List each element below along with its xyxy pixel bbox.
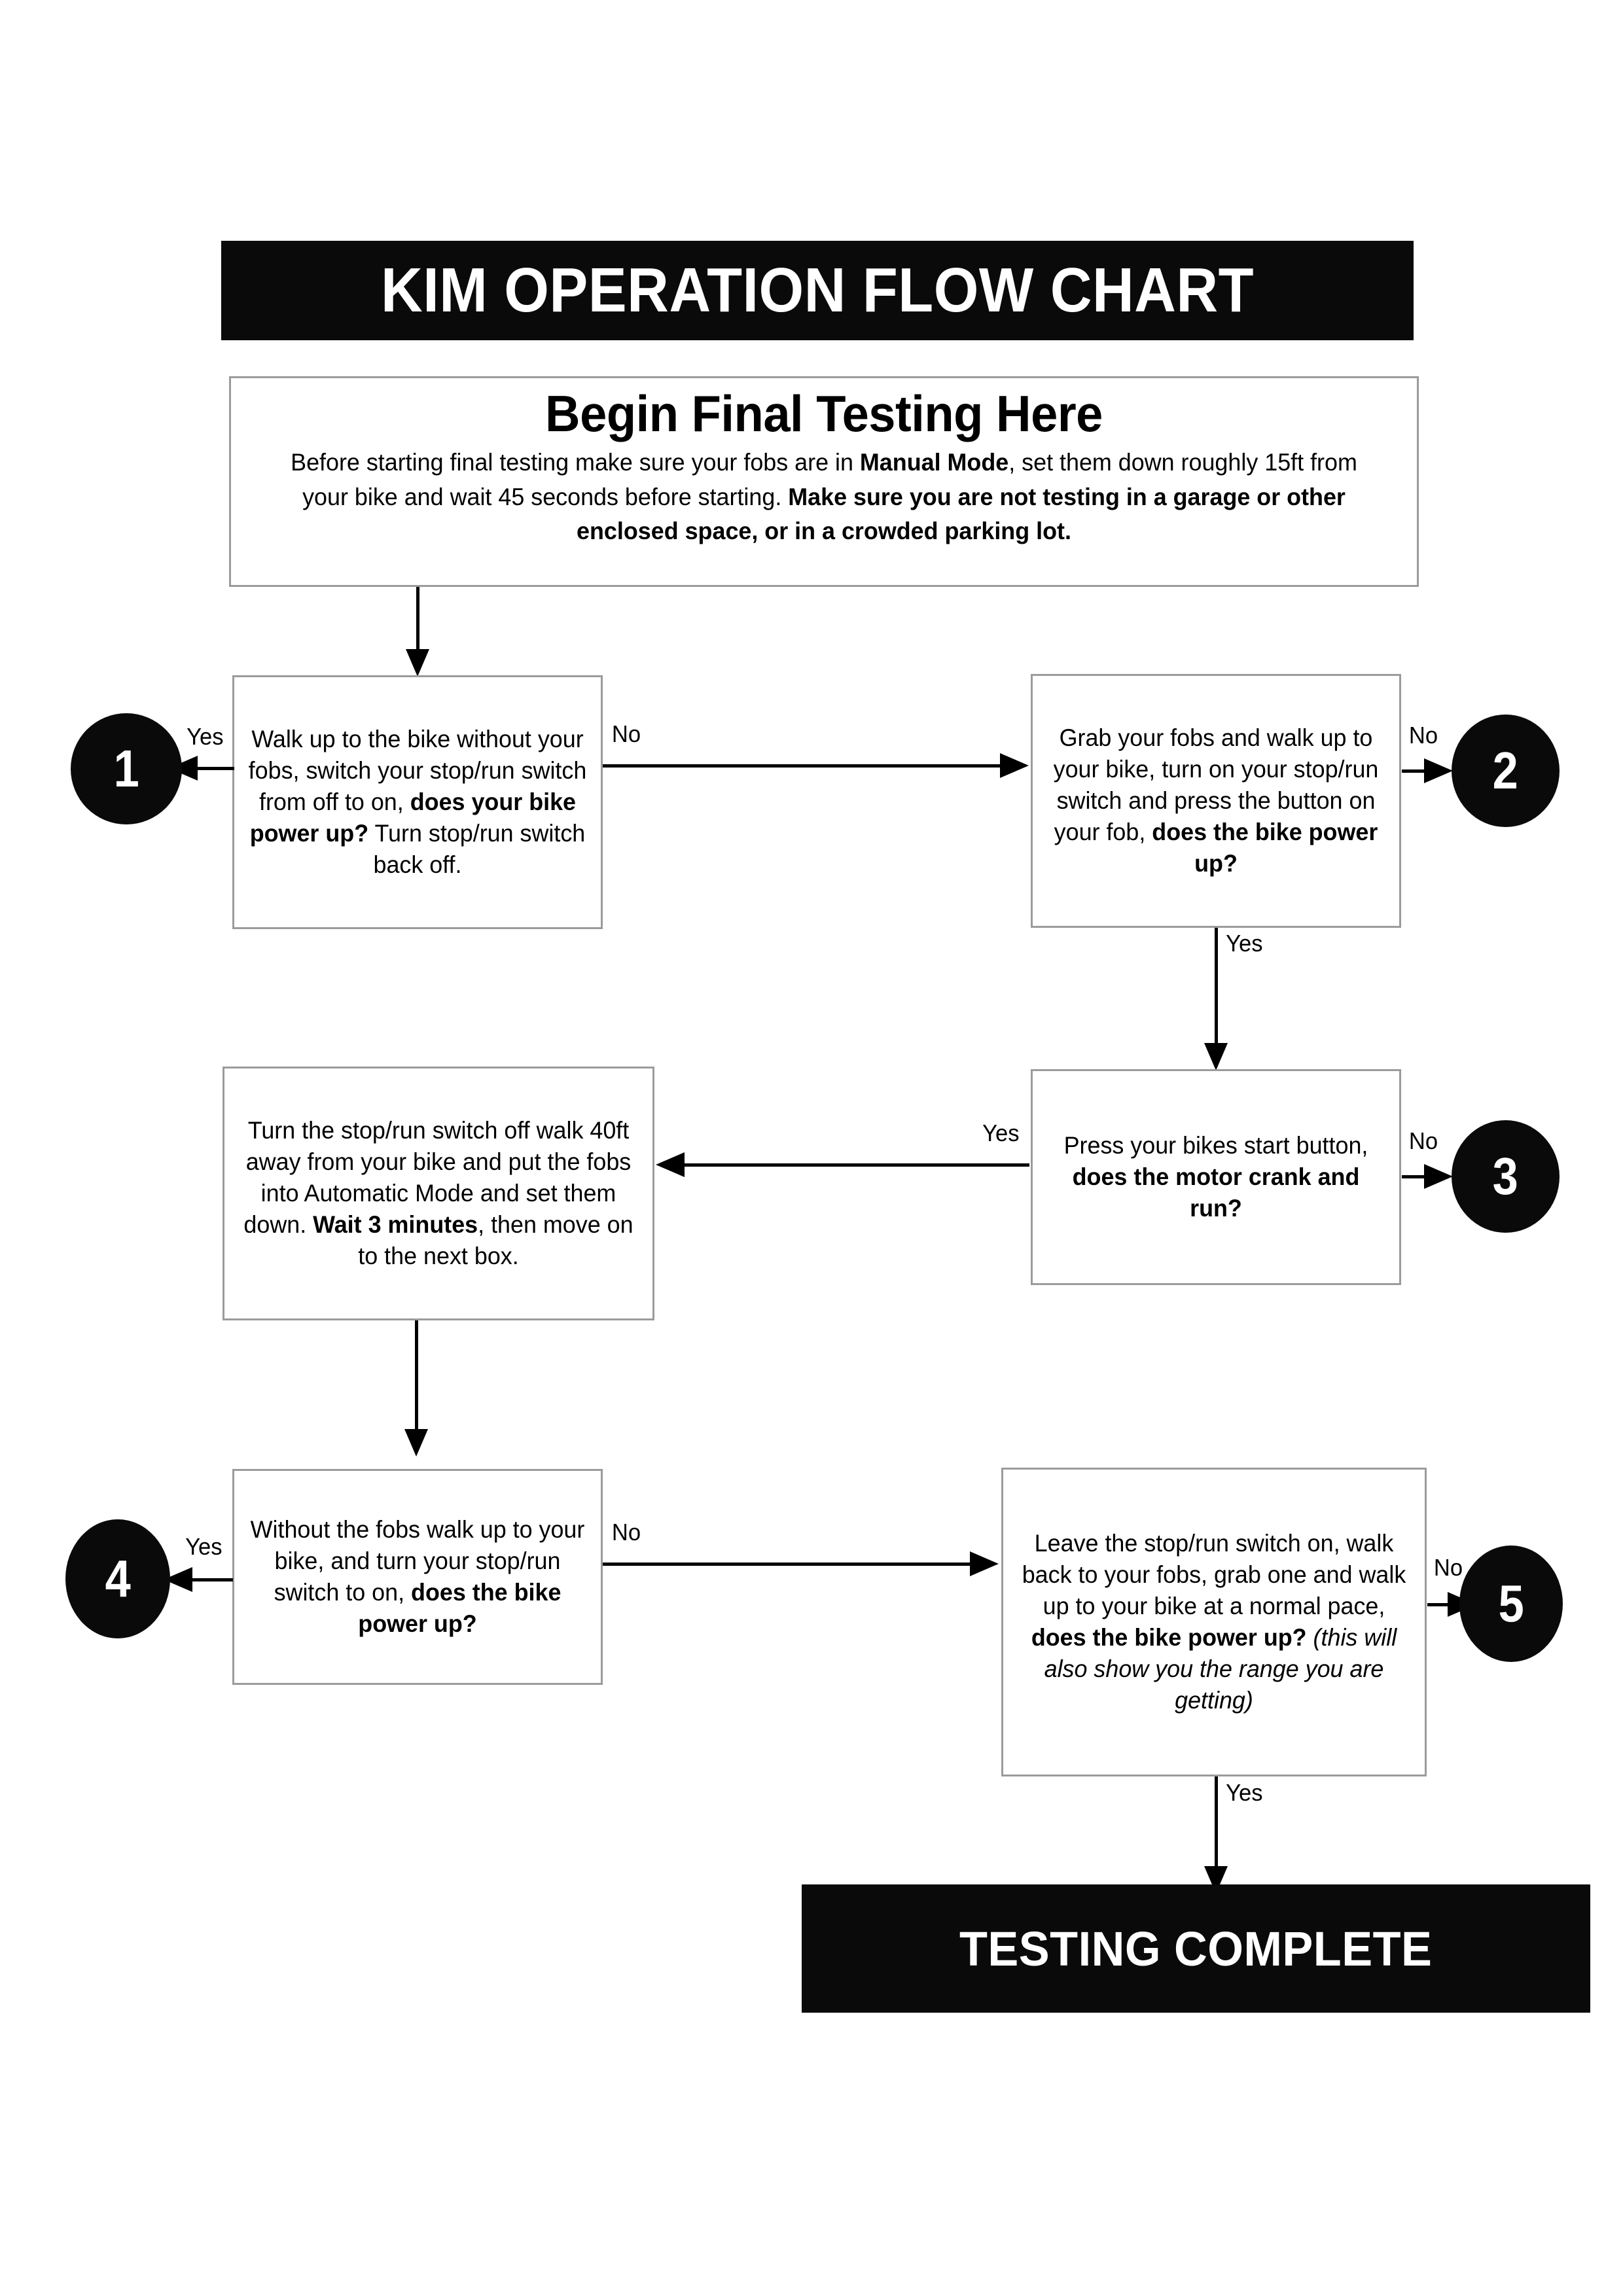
edge-label-yes-step3: Yes	[982, 1120, 1020, 1146]
edge-label-yes-step1: Yes	[187, 723, 224, 750]
step1-tail: Turn stop/run switch back off.	[368, 820, 586, 879]
outcome-circle-4: 4	[65, 1519, 170, 1638]
arrowhead-wait-to-step4	[404, 1429, 428, 1457]
arrowhead-step2-yes	[1204, 1043, 1228, 1070]
step2-text: Grab your fobs and walk up to your bike,…	[1046, 722, 1386, 879]
step1-lead: Walk up to the bike without your fobs, s…	[248, 725, 587, 815]
intro-box: Begin Final Testing Here Before starting…	[229, 376, 1419, 587]
step3-question: does the motor crank and run?	[1072, 1163, 1360, 1222]
connector-step3-no	[1402, 1175, 1441, 1178]
arrowhead-step3-no	[1424, 1164, 1453, 1189]
outcome-circle-4-number: 4	[105, 1549, 131, 1608]
edge-label-no-step1: No	[611, 720, 641, 747]
process-box-wait: Turn the stop/run switch off walk 40ft a…	[223, 1067, 654, 1320]
edge-label-yes-step2: Yes	[1226, 930, 1263, 957]
process-box-step4: Without the fobs walk up to your bike, a…	[232, 1469, 603, 1685]
connector-step2-yes	[1215, 928, 1218, 1046]
intro-body: Before starting final testing make sure …	[265, 446, 1382, 549]
outcome-circle-2: 2	[1452, 715, 1560, 827]
process-box-step3: Press your bikes start button, does the …	[1031, 1069, 1401, 1285]
outcome-circle-5: 5	[1459, 1545, 1563, 1662]
step4-question: does the bike power up?	[358, 1579, 562, 1638]
step4-text: Without the fobs walk up to your bike, a…	[247, 1514, 588, 1640]
connector-step4-no	[603, 1563, 971, 1566]
step3-lead: Press your bikes start button,	[1063, 1131, 1368, 1159]
connector-step5-yes	[1215, 1776, 1218, 1868]
edge-label-yes-step5: Yes	[1226, 1779, 1263, 1806]
connector-intro-to-step1	[416, 587, 419, 651]
wait-bold: Wait 3 minutes	[313, 1211, 478, 1239]
arrowhead-intro-to-step1	[406, 649, 429, 677]
step1-text: Walk up to the bike without your fobs, s…	[247, 724, 588, 881]
process-box-step1: Walk up to the bike without your fobs, s…	[232, 675, 603, 929]
page-title: KIM OPERATION FLOW CHART	[380, 255, 1255, 325]
edge-label-no-step2: No	[1408, 722, 1438, 749]
intro-heading: Begin Final Testing Here	[545, 385, 1103, 442]
step3-text: Press your bikes start button, does the …	[1046, 1130, 1386, 1224]
outcome-circle-3: 3	[1452, 1120, 1560, 1233]
chart-title-bar: KIM OPERATION FLOW CHART	[221, 241, 1414, 340]
step2-lead: Grab your fobs and walk up to your bike,…	[1053, 724, 1379, 846]
outcome-circle-1-number: 1	[113, 739, 139, 798]
step1-question: does your bike power up?	[249, 788, 577, 847]
connector-step1-no	[603, 764, 1001, 768]
intro-manual-mode: Manual Mode	[859, 449, 1009, 476]
terminal-label: TESTING COMPLETE	[959, 1921, 1433, 1976]
connector-step3-yes	[684, 1163, 1029, 1167]
intro-text-lead: Before starting final testing make sure …	[291, 449, 860, 476]
intro-warning: Make sure you are not testing in a garag…	[577, 483, 1346, 545]
connector-wait-to-step4	[415, 1320, 418, 1432]
edge-label-no-step3: No	[1408, 1127, 1438, 1154]
connector-step2-no	[1402, 769, 1441, 773]
arrowhead-step1-no	[1000, 753, 1029, 778]
intro-text-middle: , set them down roughly 15ft from your b…	[302, 449, 1357, 510]
process-box-step5: Leave the stop/run switch on, walk back …	[1001, 1468, 1427, 1776]
arrowhead-step4-no	[970, 1551, 999, 1576]
wait-tail: , then move on to the next box.	[358, 1211, 633, 1270]
step5-text: Leave the stop/run switch on, walk back …	[1017, 1528, 1410, 1717]
outcome-circle-5-number: 5	[1498, 1574, 1524, 1633]
connector-step4-yes	[191, 1578, 233, 1581]
step5-question: does the bike power up?	[1031, 1624, 1307, 1651]
wait-lead: Turn the stop/run switch off walk 40ft a…	[243, 1116, 632, 1239]
edge-label-no-step5: No	[1433, 1554, 1463, 1581]
connector-step1-yes	[196, 767, 234, 770]
edge-label-yes-step4: Yes	[185, 1533, 223, 1560]
arrowhead-step2-no	[1424, 758, 1453, 783]
step5-note: (this will also show you the range you a…	[1044, 1624, 1397, 1714]
step5-lead: Leave the stop/run switch on, walk back …	[1022, 1529, 1406, 1619]
outcome-circle-3-number: 3	[1492, 1147, 1519, 1205]
step4-lead: Without the fobs walk up to your bike, a…	[250, 1515, 585, 1606]
outcome-circle-1: 1	[71, 713, 182, 824]
step2-question: does the bike power up?	[1152, 819, 1378, 877]
process-box-step2: Grab your fobs and walk up to your bike,…	[1031, 674, 1401, 928]
connector-step5-no	[1427, 1603, 1465, 1606]
wait-text: Turn the stop/run switch off walk 40ft a…	[238, 1115, 638, 1272]
outcome-circle-2-number: 2	[1492, 741, 1519, 800]
arrowhead-step3-yes	[656, 1152, 685, 1177]
edge-label-no-step4: No	[611, 1519, 641, 1545]
terminal-testing-complete: TESTING COMPLETE	[802, 1884, 1590, 2013]
